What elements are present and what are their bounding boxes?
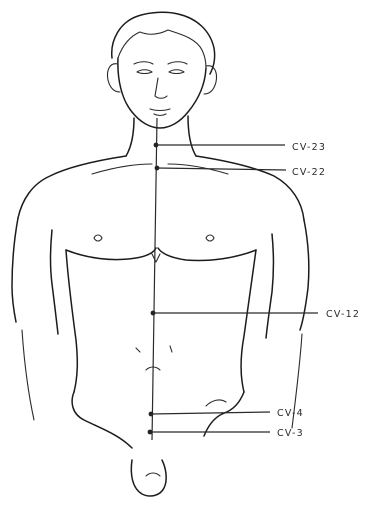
mouth (150, 109, 170, 111)
right-inguinal (204, 392, 244, 436)
label-cv22: CV-22 (292, 167, 326, 178)
hairline (118, 30, 206, 68)
leader-line-cv22 (157, 168, 286, 170)
right-eye (169, 70, 184, 74)
point-cv23: CV-23 (154, 142, 326, 153)
label-cv3: CV-3 (277, 428, 304, 439)
genitals (131, 460, 166, 496)
torso-right-side (241, 250, 256, 392)
left-waist-line (22, 330, 34, 420)
left-clavicle (92, 164, 152, 174)
torso (12, 156, 309, 496)
left-eyebrow (134, 62, 153, 64)
right-pectoral (158, 248, 256, 261)
label-cv12: CV-12 (326, 309, 360, 320)
lower-lip (154, 114, 166, 116)
hair-outline (112, 12, 215, 74)
ab-mark-left (136, 348, 140, 352)
leader-line-cv4 (151, 412, 270, 414)
left-pectoral (66, 248, 156, 260)
left-eye (137, 70, 152, 74)
neck-left (126, 118, 134, 156)
right-arm-inner (266, 234, 274, 338)
left-arm-inner (51, 230, 59, 334)
point-cv22: CV-22 (155, 166, 326, 178)
left-nipple (94, 235, 102, 241)
right-eyebrow (168, 62, 187, 64)
left-shoulder (18, 156, 126, 218)
ab-mark-right (170, 346, 172, 352)
left-inguinal (72, 392, 132, 448)
point-cv4: CV-4 (149, 408, 304, 419)
midline-arrow (152, 254, 160, 262)
point-cv3: CV-3 (148, 428, 304, 439)
right-hip-detail (206, 400, 226, 406)
torso-left-side (66, 250, 77, 392)
nose (155, 78, 167, 98)
point-cv12: CV-12 (151, 309, 360, 320)
left-arm-outer (12, 218, 18, 322)
head (107, 12, 216, 128)
label-cv4: CV-4 (277, 408, 304, 419)
neck-right (188, 116, 196, 156)
label-cv23: CV-23 (292, 142, 326, 153)
genital-detail (146, 473, 160, 476)
right-shoulder (196, 156, 304, 220)
right-nipple (206, 235, 214, 241)
face-outline (118, 58, 206, 128)
neck (126, 116, 196, 156)
